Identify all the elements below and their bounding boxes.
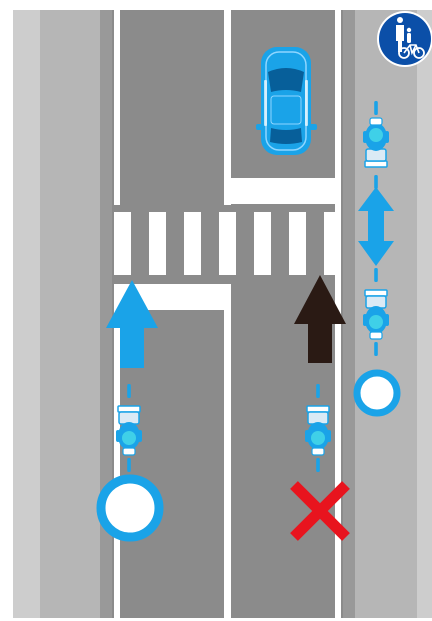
left-edge-line-top <box>114 10 120 205</box>
right-curb <box>343 10 355 618</box>
crosswalk-stripe <box>289 212 306 275</box>
center-line-bottom <box>224 284 231 618</box>
crosswalk-stripe <box>324 212 341 275</box>
left-outer-sidewalk <box>13 10 40 618</box>
crosswalk-stripe <box>219 212 236 275</box>
stop-line-top <box>226 178 341 204</box>
left-sidewalk <box>40 10 100 618</box>
car-icon <box>256 47 317 155</box>
circle-ok-icon <box>101 479 159 537</box>
crosswalk-stripe <box>254 212 271 275</box>
right-outer-sidewalk <box>417 10 432 618</box>
center-line-top <box>224 10 231 205</box>
circle-ok-icon <box>357 373 397 413</box>
crosswalk-stripe <box>149 212 166 275</box>
right-sidewalk <box>355 10 417 618</box>
left-edge-line-bottom <box>114 284 120 618</box>
pedestrian-and-bicycle-sign-icon <box>377 11 432 67</box>
crosswalk-stripe <box>184 212 201 275</box>
crosswalk-stripe <box>114 212 131 275</box>
